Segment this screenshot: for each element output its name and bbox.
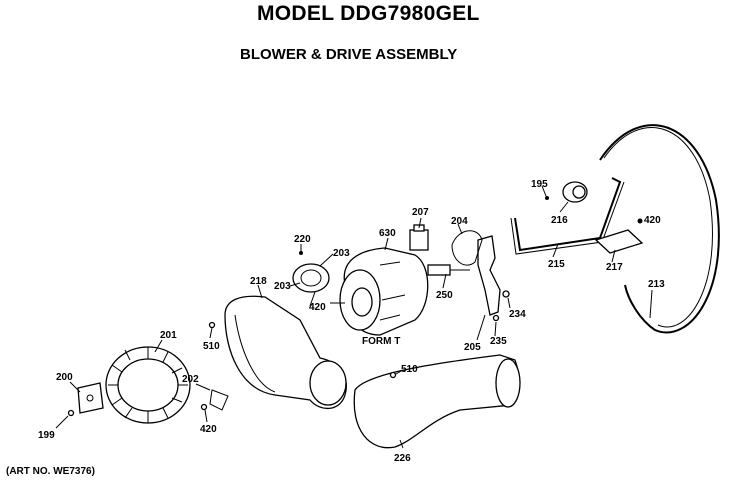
drum-ring-part	[599, 124, 720, 334]
callout-200: 200	[56, 372, 73, 383]
callout-630: 630	[379, 228, 396, 239]
motor-mount-ring-part	[292, 251, 330, 293]
callout-204: 204	[451, 216, 468, 227]
callout-226: 226	[394, 453, 411, 464]
motor-bracket-part	[477, 235, 510, 322]
callout-510-upper: 510	[203, 341, 220, 352]
callout-250: 250	[436, 290, 453, 301]
motor-clip-part	[451, 230, 483, 266]
screw-234-part	[502, 290, 510, 298]
screw-420-lower-part	[200, 403, 208, 411]
model-title: MODEL DDG7980GEL	[257, 2, 480, 25]
callout-205: 205	[464, 342, 481, 353]
idler-pulley-part	[545, 181, 588, 203]
callout-220: 220	[294, 234, 311, 245]
callout-213: 213	[648, 279, 665, 290]
clip-195-part	[545, 196, 549, 200]
callout-217: 217	[606, 262, 623, 273]
callout-203-lower: 203	[274, 281, 291, 292]
screw-199-part	[67, 409, 75, 417]
callout-201: 201	[160, 330, 177, 341]
callout-203-upper: 203	[333, 248, 350, 259]
screw-510-upper-part	[208, 321, 216, 329]
blower-housing-part	[224, 295, 347, 410]
callout-420-motor: 420	[309, 302, 326, 313]
exhaust-duct-part	[353, 354, 521, 449]
callout-216: 216	[551, 215, 568, 226]
art-number: (ART NO. WE7376)	[6, 466, 95, 477]
section-title: BLOWER & DRIVE ASSEMBLY	[240, 46, 458, 63]
bracket-217-part	[594, 218, 644, 254]
callout-207: 207	[412, 207, 429, 218]
callout-218: 218	[250, 276, 267, 287]
callout-202: 202	[182, 374, 199, 385]
callout-234: 234	[509, 309, 526, 320]
screw-510-lower-part	[389, 371, 397, 379]
callout-510-lower: 510	[401, 364, 418, 375]
callout-420-lower: 420	[200, 424, 217, 435]
leader-lines	[55, 185, 653, 449]
blower-clip-part	[200, 389, 229, 411]
screw-420-part	[637, 218, 643, 224]
drive-motor-part	[330, 247, 470, 336]
callout-215: 215	[548, 259, 565, 270]
screw-235-part	[492, 314, 500, 322]
callout-420-bracket: 420	[644, 215, 661, 226]
callout-235: 235	[490, 336, 507, 347]
callout-195: 195	[531, 179, 548, 190]
blower-wheel-part	[105, 346, 191, 424]
blower-cover-part	[67, 382, 104, 417]
motor-switch-part	[409, 224, 429, 251]
motor-form-label: FORM T	[362, 336, 400, 347]
callout-199: 199	[38, 430, 55, 441]
idler-rod-part	[510, 177, 625, 255]
